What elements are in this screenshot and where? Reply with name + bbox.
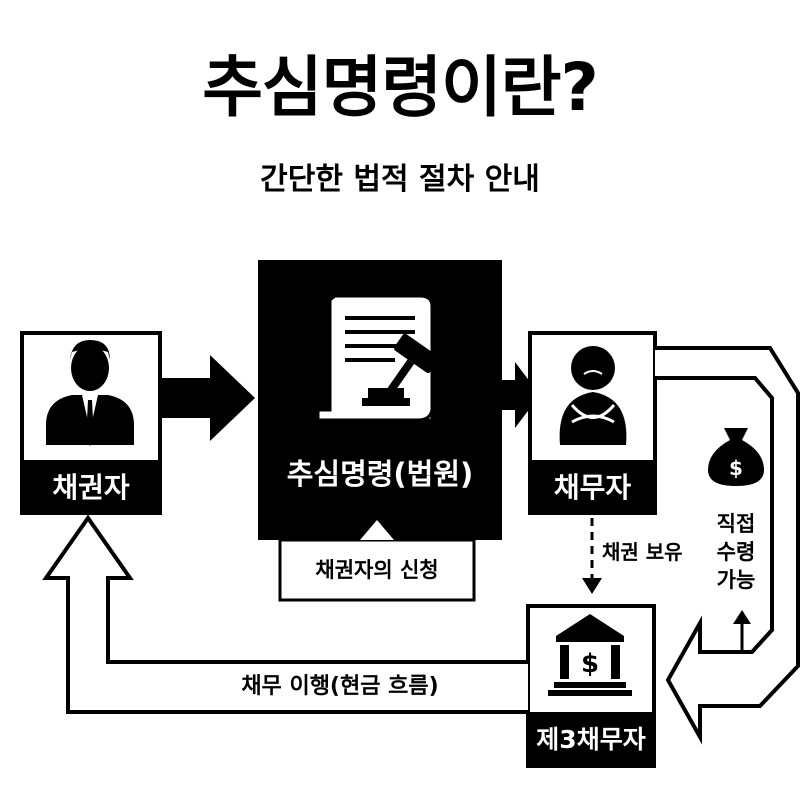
debtor-node	[528, 331, 657, 515]
page-subtitle: 간단한 법적 절차 안내	[260, 162, 540, 197]
distressed-person-icon	[559, 346, 627, 445]
court-note-pointer	[360, 520, 394, 540]
direct-receipt-label: 직접 수령 가능	[708, 510, 764, 594]
page-title: 추심명령이란?	[202, 49, 599, 126]
claim-label: 채권 보유	[602, 540, 683, 564]
dashed-arrow-claim	[582, 518, 602, 594]
document-gavel-icon	[316, 294, 440, 422]
money-bag-icon: $	[708, 428, 764, 486]
direct-receipt-line-3: 가능	[716, 568, 756, 592]
arrow-court-to-debtor	[502, 362, 540, 428]
arrow-payment-to-creditor	[42, 514, 528, 714]
direct-receipt-line-1: 직접	[716, 512, 756, 536]
arrow-creditor-to-court	[160, 355, 255, 441]
creditor-label: 채권자	[52, 471, 130, 504]
debtor-label: 채무자	[553, 471, 632, 504]
bank-icon: $	[548, 614, 632, 696]
court-label: 추심명령(법원)	[286, 457, 474, 491]
svg-text:$: $	[729, 456, 743, 480]
third-debtor-label: 제3채무자	[536, 725, 646, 754]
third-debtor-node: $	[526, 604, 656, 768]
arrow-debtor-to-third-debtor-loop	[655, 346, 800, 745]
businessman-icon	[46, 340, 134, 446]
svg-text:$: $	[581, 649, 599, 679]
court-note-box	[278, 538, 476, 602]
court-node	[258, 260, 502, 540]
court-note-label: 채권자의 신청	[315, 558, 439, 582]
direct-receipt-line-2: 수령	[716, 540, 756, 564]
creditor-node	[20, 331, 162, 515]
payment-label: 채무 이행(현금 흐름)	[241, 674, 439, 699]
